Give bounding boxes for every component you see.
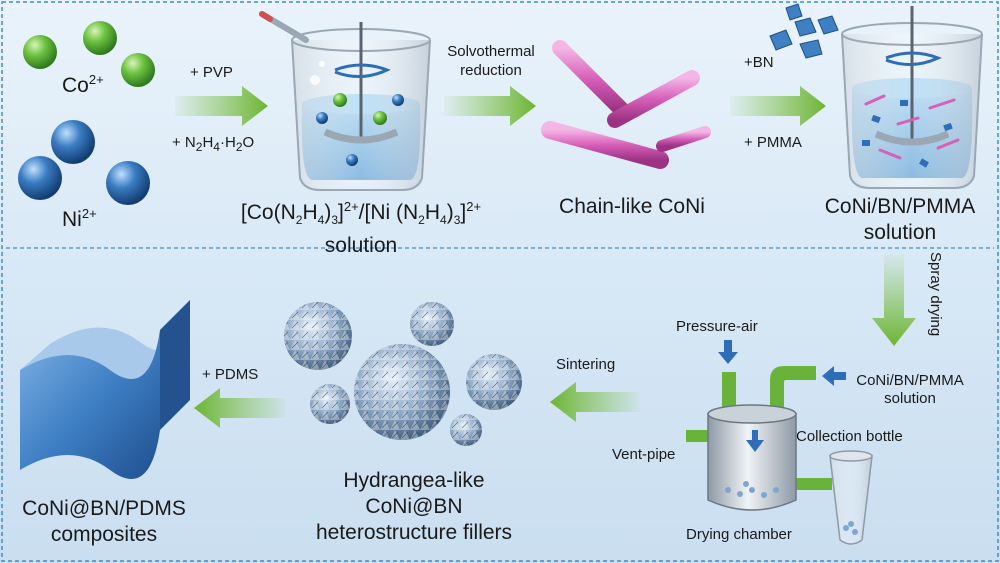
- vent-pipe-label: Vent-pipe: [612, 446, 676, 463]
- pressure-air-label: Pressure-air: [676, 318, 758, 335]
- co-sphere: [83, 21, 117, 55]
- chain-coni-label: Chain-like CoNi: [559, 195, 705, 218]
- bn-flakes: [769, 3, 839, 59]
- spray-drying-label: Spray drying: [927, 252, 944, 337]
- drying-chamber-label: Drying chamber: [686, 526, 792, 543]
- beaker-mixture: [841, 6, 983, 189]
- co-ion-label: Co2+: [62, 72, 104, 97]
- pressure-air-arrow: [718, 340, 738, 364]
- hydrazine-label: + N2H4·H2O: [172, 134, 255, 154]
- co-sphere: [23, 35, 57, 69]
- hydrangea-fillers: [284, 302, 522, 446]
- feed-arrow: [822, 366, 846, 386]
- composite-film: [20, 300, 190, 479]
- collection-bottle-label: Collection bottle: [796, 428, 903, 445]
- arrow-right-1: [175, 86, 268, 126]
- pmma-label: + PMMA: [744, 134, 802, 151]
- ni-sphere: [106, 161, 150, 205]
- ni-sphere: [18, 156, 62, 200]
- bn-label: +BN: [744, 54, 774, 71]
- complex-solution-label: [Co(N2H4)3]2+/[Ni (N2H4)3]2+ solution: [240, 199, 482, 258]
- chain-like-coni-rods: [541, 40, 711, 169]
- co-sphere: [121, 53, 155, 87]
- ni-ion-label: Ni2+: [62, 206, 97, 231]
- ni-sphere: [51, 120, 95, 164]
- arrow-right-3: [730, 86, 826, 126]
- arrow-left-sintering: [550, 382, 640, 422]
- arrow-down-spray: [872, 254, 916, 346]
- arrow-right-2: [444, 86, 536, 126]
- beaker-precursor: [259, 11, 431, 191]
- arrow-left-pdms: [194, 388, 286, 428]
- pdms-label: + PDMS: [202, 366, 259, 383]
- spray-dryer: [686, 340, 873, 545]
- sintering-label: Sintering: [556, 356, 616, 373]
- pvp-label: + PVP: [190, 64, 233, 81]
